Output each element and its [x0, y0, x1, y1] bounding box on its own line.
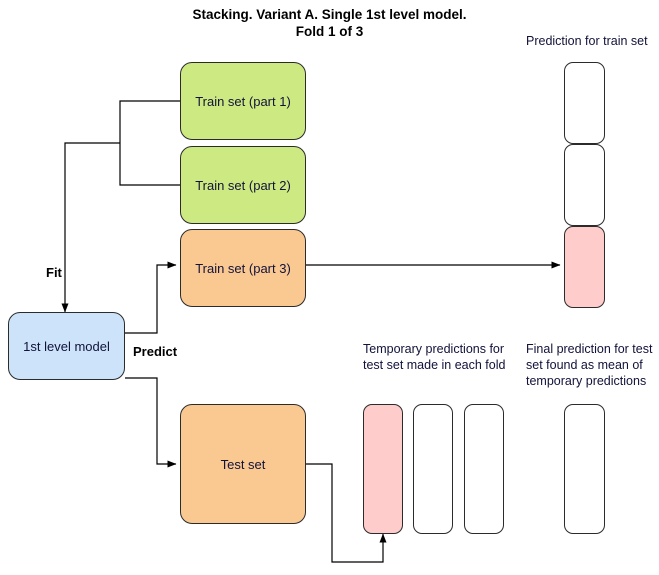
title-line-2: Fold 1 of 3	[295, 24, 364, 39]
fit-label: Fit	[46, 265, 62, 280]
node-train-set-part-1-label: Train set (part 1)	[195, 93, 291, 109]
caption-final-prediction: Final prediction for test set found as m…	[526, 342, 653, 388]
node-test-set-label: Test set	[220, 456, 266, 472]
train-prediction-cell-3[interactable]	[564, 226, 605, 308]
node-test-set[interactable]: Test set	[180, 404, 306, 524]
temporary-prediction-cell-2[interactable]	[413, 404, 453, 534]
train-prediction-cell-1[interactable]	[564, 62, 605, 144]
node-train-set-part-3[interactable]: Train set (part 3)	[180, 229, 306, 307]
page-title: Stacking. Variant A. Single 1st level mo…	[0, 6, 659, 40]
node-train-set-part-2-label: Train set (part 2)	[195, 177, 291, 193]
node-train-set-part-3-label: Train set (part 3)	[195, 260, 291, 276]
predict-label: Predict	[133, 344, 178, 359]
temporary-prediction-cell-1[interactable]	[363, 404, 403, 534]
predict-train-arrow	[125, 261, 177, 334]
test-set-to-temp-prediction-arrow	[306, 463, 387, 563]
temporary-prediction-cell-3[interactable]	[464, 404, 504, 534]
node-first-level-model-label: 1st level model	[23, 338, 110, 354]
node-first-level-model[interactable]: 1st level model	[8, 312, 125, 380]
train-prediction-cell-2[interactable]	[564, 144, 605, 226]
predict-test-arrow	[125, 377, 177, 468]
caption-temporary-predictions: Temporary predictions for test set made …	[363, 342, 506, 372]
caption-train-prediction: Prediction for train set	[526, 34, 648, 48]
final-prediction-cell[interactable]	[564, 404, 605, 534]
node-train-set-part-1[interactable]: Train set (part 1)	[180, 62, 306, 140]
title-line-1: Stacking. Variant A. Single 1st level mo…	[192, 7, 467, 22]
node-train-set-part-2[interactable]: Train set (part 2)	[180, 146, 306, 224]
train-bracket-connector	[64, 100, 180, 258]
